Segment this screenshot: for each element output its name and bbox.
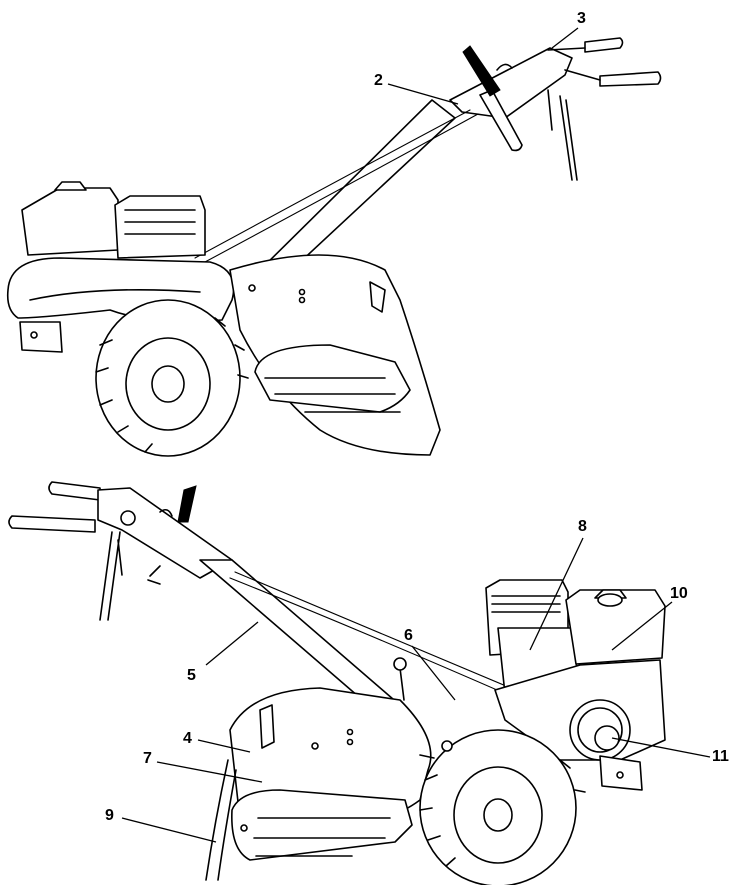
bottom-handlebar-head [97,487,233,579]
leader-7 [156,761,263,783]
bottom-tiller-illustration [8,481,666,885]
callout-5: 5 [187,667,196,684]
leader-8 [529,537,584,651]
left-handle-grip [599,71,662,87]
leader-lines [121,27,711,843]
leader-4 [197,739,251,753]
bottom-left-grip [48,481,101,501]
callout-7: 7 [143,750,152,767]
callout-11: 11 [712,748,729,765]
handlebar-head [449,47,573,119]
top-engine [21,187,119,256]
callout-9: 9 [105,807,114,824]
leader-9 [121,817,217,843]
callout-2: 2 [374,72,383,89]
bottom-right-grip [8,515,96,533]
leader-10 [611,601,673,651]
callout-10: 10 [670,585,688,602]
leader-2 [387,83,459,105]
callout-4: 4 [183,730,192,747]
fuel-tank [565,589,666,665]
callout-8: 8 [578,518,587,535]
leader-5 [205,621,259,666]
callout-3: 3 [577,10,586,27]
control-lever-black [462,45,501,97]
bottom-control-lever-black [177,485,197,523]
right-handle-grip [584,37,624,53]
top-tiller-illustration [6,37,662,457]
bottom-wheel [419,729,577,885]
leader-3 [551,27,579,49]
leader-11 [611,737,711,758]
callout-6: 6 [404,627,413,644]
top-wheel [95,299,241,457]
leader-6 [411,645,456,701]
